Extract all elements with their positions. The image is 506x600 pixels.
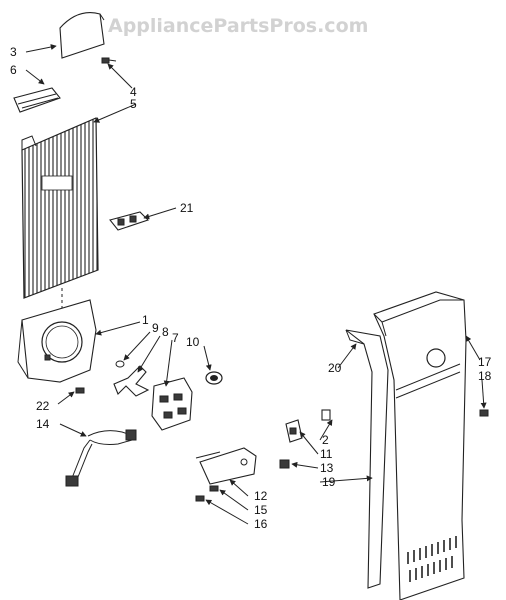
part-16-screw bbox=[195, 495, 205, 502]
callout-6: 6 bbox=[10, 63, 17, 77]
part-14-wire-harness bbox=[65, 429, 137, 487]
part-18-screw bbox=[479, 409, 489, 417]
part-19-rear-panel bbox=[373, 291, 467, 600]
callout-4: 4 bbox=[130, 85, 137, 99]
callout-21: 21 bbox=[180, 201, 194, 215]
callout-11: 11 bbox=[320, 447, 333, 461]
part-10-grommet bbox=[205, 371, 223, 385]
part-11-bracket bbox=[285, 419, 303, 443]
callout-12: 12 bbox=[254, 489, 268, 503]
callout-2: 2 bbox=[322, 433, 329, 447]
callout-13: 13 bbox=[320, 461, 334, 475]
leader-lines bbox=[25, 44, 487, 525]
callout-5: 5 bbox=[130, 97, 137, 111]
callout-14: 14 bbox=[36, 417, 50, 431]
part-1-fan-shroud bbox=[17, 299, 97, 383]
watermark: AppliancePartsPros.com bbox=[108, 15, 368, 37]
callout-7: 7 bbox=[172, 331, 179, 345]
part-12-motor-bracket bbox=[195, 447, 257, 485]
part-8-fan-blade bbox=[113, 365, 150, 397]
callout-1: 1 bbox=[142, 313, 149, 327]
part-15-screw bbox=[209, 485, 219, 492]
part-20-trim-strip bbox=[345, 329, 389, 589]
callout-labels: 3 6 4 5 21 1 9 8 7 10 22 14 2 11 13 19 1… bbox=[10, 45, 492, 531]
callout-22: 22 bbox=[36, 399, 50, 413]
part-4-screw bbox=[101, 57, 117, 64]
callout-8: 8 bbox=[162, 325, 169, 339]
part-9-screw bbox=[115, 360, 125, 368]
callout-10: 10 bbox=[186, 335, 200, 349]
part-6-foam-block bbox=[13, 87, 61, 113]
callout-17: 17 bbox=[478, 355, 492, 369]
part-3-duct-cover bbox=[59, 12, 105, 59]
part-13-clip bbox=[279, 459, 290, 469]
callout-19: 19 bbox=[322, 475, 336, 489]
callout-20: 20 bbox=[328, 361, 342, 375]
part-5-evaporator-cover bbox=[21, 117, 99, 299]
part-21-bracket bbox=[109, 211, 150, 231]
callout-15: 15 bbox=[254, 503, 268, 517]
part-22-screw bbox=[75, 387, 85, 394]
callout-18: 18 bbox=[478, 369, 492, 383]
part-2-screw bbox=[321, 409, 331, 421]
callout-9: 9 bbox=[152, 321, 159, 335]
part-7-fan-motor bbox=[151, 377, 193, 431]
callout-3: 3 bbox=[10, 45, 17, 59]
callout-16: 16 bbox=[254, 517, 268, 531]
